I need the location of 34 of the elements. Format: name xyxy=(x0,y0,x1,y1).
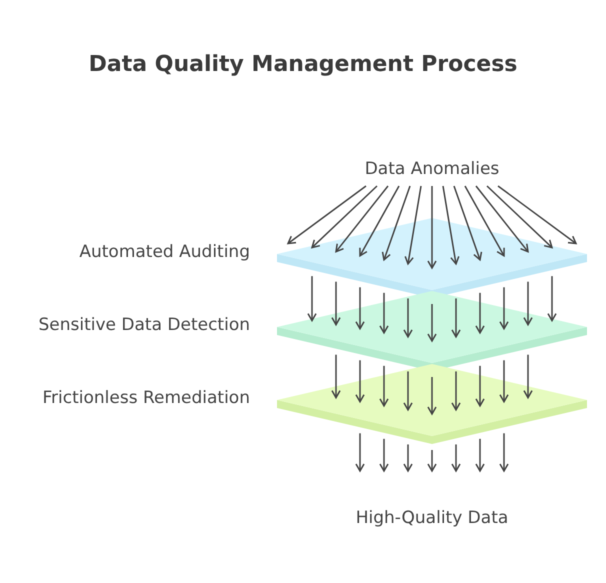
arrow xyxy=(486,185,553,248)
arrow xyxy=(427,186,437,269)
arrow xyxy=(331,354,341,398)
arrow xyxy=(475,438,485,472)
arrow xyxy=(427,377,437,415)
arrow xyxy=(453,186,482,261)
arrow xyxy=(403,298,413,338)
arrow xyxy=(404,186,422,265)
layer-label: Automated Auditing xyxy=(79,242,250,262)
flow-label: High-Quality Data xyxy=(347,503,517,533)
arrow xyxy=(464,186,505,256)
arrow xyxy=(499,433,509,472)
arrow xyxy=(475,186,529,252)
arrow xyxy=(382,186,411,261)
arrow xyxy=(499,360,509,402)
arrow xyxy=(403,444,413,472)
arrow xyxy=(355,360,365,402)
arrow xyxy=(379,438,389,472)
arrow xyxy=(427,304,437,342)
arrow xyxy=(335,186,389,252)
arrow xyxy=(427,450,437,472)
arrow xyxy=(287,185,366,244)
arrow xyxy=(355,433,365,472)
arrow xyxy=(451,444,461,472)
layer-label: Frictionless Remediation xyxy=(42,388,250,408)
arrow xyxy=(523,354,533,398)
arrow xyxy=(311,185,378,248)
arrow xyxy=(359,186,400,256)
layer-label: Sensitive Data Detection xyxy=(38,315,250,335)
arrow xyxy=(442,186,460,265)
flow-label: Data Anomalies xyxy=(276,154,588,184)
arrow xyxy=(498,185,577,244)
arrow xyxy=(451,298,461,338)
title: Data Quality Management Process xyxy=(88,52,518,77)
